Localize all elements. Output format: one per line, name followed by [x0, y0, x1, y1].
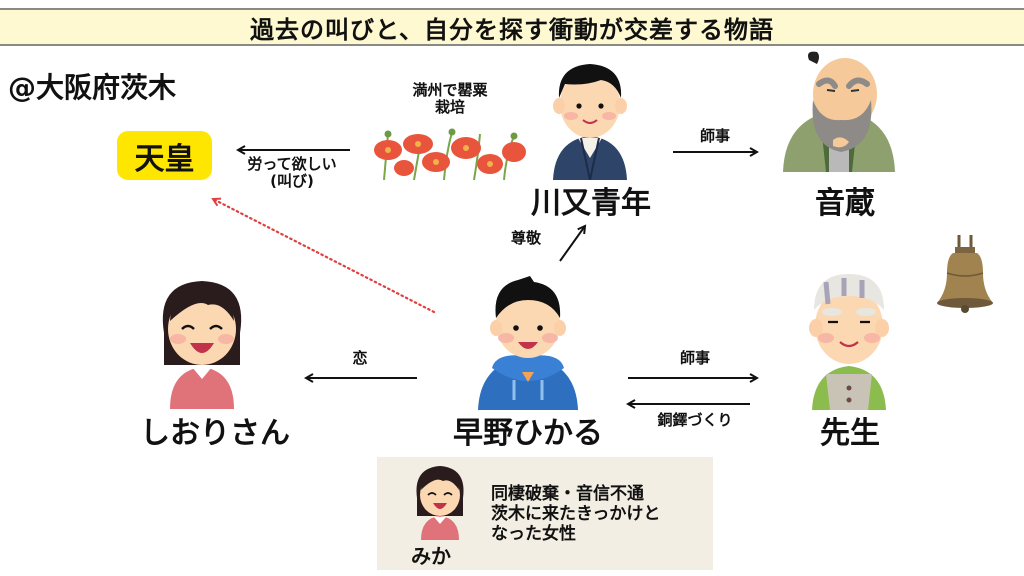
title-banner: 過去の叫びと、自分を探す衝動が交差する物語 [0, 8, 1024, 46]
old-man-icon [809, 274, 889, 410]
boy-hoodie-icon [478, 276, 578, 410]
node-kawamata-label: 川又青年 [531, 186, 651, 221]
edge-label-hikaru-to-sensei: 師事 [679, 349, 710, 367]
bearded-elder-icon [783, 51, 895, 172]
arrow-hikaru-to-kawamata [559, 226, 585, 262]
smiling-woman-icon [162, 281, 242, 409]
bronze-bell-icon [937, 235, 993, 313]
note-line: 同棲破棄・音信不通 [491, 484, 644, 504]
node-hikaru-label: 早野ひかる [453, 416, 603, 451]
node-shiori-label: しおりさん [140, 416, 290, 451]
edge-label-dotaku-making: 銅鐸づくり [657, 411, 733, 429]
note-line: 茨木に来たきっかけと [491, 504, 661, 524]
edge-label-respect: 尊敬 [510, 229, 541, 247]
page-title: 過去の叫びと、自分を探す衝動が交差する物語 [249, 15, 775, 44]
node-otozo-label: 音蔵 [815, 186, 875, 221]
note-name-mika: みか [411, 544, 451, 568]
edge-label-love: 恋 [352, 349, 368, 367]
young-man-kimono-icon [553, 64, 627, 180]
location-label: @大阪府茨木 [8, 71, 177, 104]
edge-label-kawamata-to-tenno: 労って欲しい (叫び) [247, 155, 337, 190]
poppy-flowers-icon [374, 126, 526, 180]
note-line: なった女性 [491, 524, 576, 544]
node-sensei-label: 先生 [820, 416, 880, 451]
node-tenno: 天皇 [117, 131, 212, 180]
poppy-caption: 満州で罌粟 栽培 [412, 81, 488, 116]
node-tenno-label: 天皇 [134, 141, 195, 177]
note-description: 同棲破棄・音信不通 茨木に来たきっかけと なった女性 [491, 484, 660, 544]
edge-label-kawamata-to-otozo: 師事 [699, 127, 730, 145]
dotted-arrow-hikaru-to-tenno [213, 199, 436, 314]
smiling-woman-icon [416, 466, 464, 540]
